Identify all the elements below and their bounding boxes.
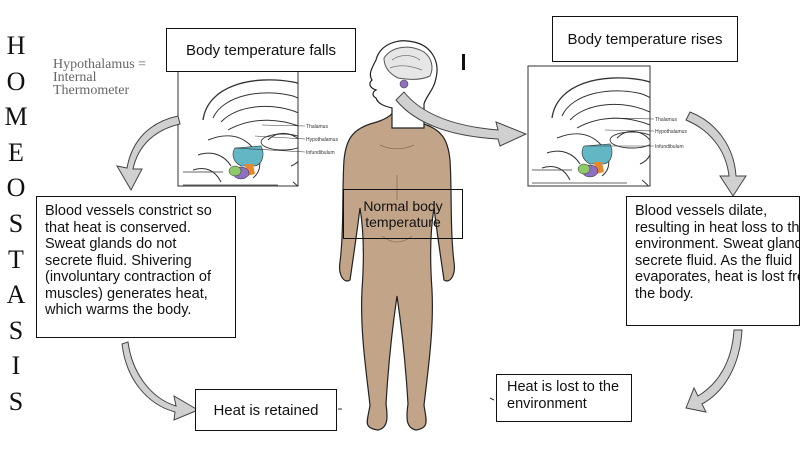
- hypothalamus-note: Hypothalamus = Internal Thermometer: [53, 57, 169, 98]
- arrow-left-to-retained: [121, 341, 200, 421]
- arrow-left-down: [116, 115, 181, 192]
- left-label-hypothalamus: Hypothalamus: [306, 137, 338, 143]
- left-brain-inset: [177, 67, 299, 187]
- hypothalamus-note-line: Internal: [53, 70, 97, 85]
- title-letter: S: [8, 315, 24, 345]
- flow-arrows: [116, 111, 747, 421]
- vertical-title-homeostasis: H O M E O S T A S I S: [4, 28, 28, 420]
- box-temperature-rises: Body temperature rises: [552, 16, 738, 62]
- box-heat-retained: Heat is retained: [195, 389, 337, 431]
- box-heat-lost: Heat is lost to the environment: [496, 374, 632, 422]
- left-brain-labels: Thalamus Hypothalamus Infundibulum: [234, 124, 338, 156]
- box-vessels-dilate: Blood vessels dilate, resulting in heat …: [626, 196, 800, 326]
- human-body-figure: [339, 107, 455, 431]
- title-letter: S: [8, 208, 24, 238]
- right-label-thalamus: Thalamus: [655, 117, 677, 123]
- left-label-thalamus: Thalamus: [306, 124, 328, 130]
- box-temperature-falls: Body temperature falls: [166, 28, 356, 72]
- box-vessels-dilate-text: Blood vessels dilate, resulting in heat …: [635, 203, 800, 302]
- arrow-right-to-lost: [685, 329, 743, 413]
- right-brain-labels: Thalamus Hypothalamus Infundibulum: [585, 117, 687, 150]
- hypothalamus-note-line: Hypothalamus =: [53, 57, 147, 72]
- left-label-infundibulum: Infundibulum: [306, 150, 335, 156]
- title-letter: S: [8, 386, 24, 416]
- title-letter: O: [6, 66, 26, 96]
- tick-mark-right: [462, 54, 465, 70]
- box-normal-body-temperature: Normal body temperature: [343, 189, 463, 239]
- box-vessels-constrict: Blood vessels constrict so that heat is …: [36, 196, 236, 338]
- title-letter: M: [4, 102, 28, 132]
- title-letter: E: [8, 137, 24, 167]
- right-label-infundibulum: Infundibulum: [655, 144, 684, 150]
- connector-lost: [489, 397, 495, 401]
- head-to-inset-arrow: [395, 91, 528, 147]
- hypothalamus-note-line: Thermometer: [53, 83, 130, 98]
- title-letter: H: [6, 31, 26, 60]
- right-label-hypothalamus: Hypothalamus: [655, 129, 687, 135]
- title-letter: T: [8, 244, 24, 274]
- title-letter: O: [6, 173, 26, 203]
- title-letter: I: [11, 351, 21, 381]
- arrow-right-down: [685, 111, 747, 197]
- title-letter: A: [6, 280, 26, 310]
- right-brain-inset: [527, 65, 651, 187]
- head-silhouette: [369, 40, 438, 129]
